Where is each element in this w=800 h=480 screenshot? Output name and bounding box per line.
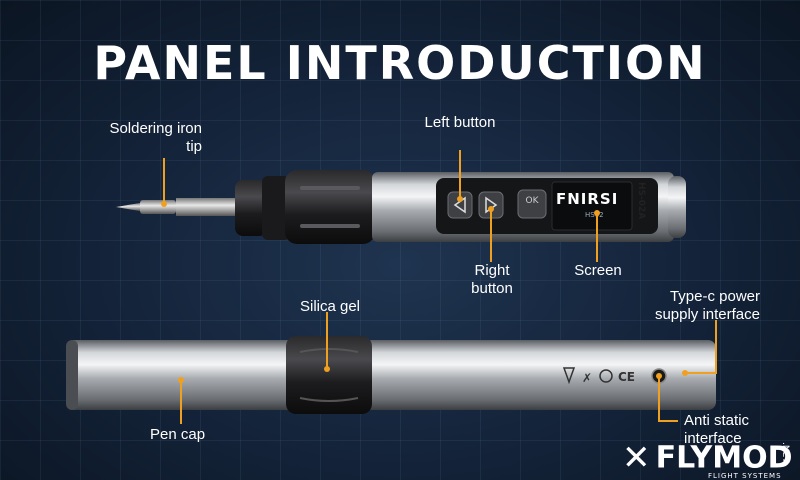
silica-gel-label: Silica gel [299, 298, 361, 315]
brand-logo: FNIRSI [556, 190, 619, 208]
flymod-x-icon: ✕ [622, 438, 651, 478]
ok-button-label: OK [525, 196, 539, 206]
left-button-callout-dot [457, 196, 463, 202]
silica-gel-callout-dot [324, 366, 330, 372]
pen-cap-callout-dot [178, 377, 184, 383]
screen-callout-dot [594, 210, 600, 216]
ok-button [517, 189, 547, 219]
tip-label: Soldering iron tip [109, 120, 202, 155]
watermark-tld: .NET [780, 442, 790, 463]
screen-callout-line [596, 214, 598, 262]
anti-static-callout-line-v [658, 378, 660, 422]
typec-callout-line-h [686, 372, 717, 374]
watermark-tagline: FLIGHT SYSTEMS [708, 472, 782, 480]
silica-gel-band [286, 336, 372, 414]
page-title: PANEL INTRODUCTION [93, 36, 707, 90]
recycle-icon [599, 369, 613, 383]
tip-callout-dot [161, 201, 167, 207]
right-button-callout-line [490, 210, 492, 262]
anti-static-label: Anti static interface [684, 412, 750, 447]
iron-tip-point [116, 203, 140, 211]
typec-label: Type-c power supply interface [654, 288, 760, 323]
typec-callout-dot [682, 370, 688, 376]
pen-cap-body [66, 340, 716, 410]
left-button-label: Left button [424, 114, 496, 131]
recycle-mark: ✗ [582, 371, 592, 385]
typec-callout-line-v [715, 320, 717, 374]
model-label: HS-02A [636, 182, 646, 220]
flymod-watermark: ✕ FLYMOD .NET FLIGHT SYSTEMS [622, 438, 793, 480]
silica-gel-callout-line [326, 312, 328, 370]
iron-grip [285, 170, 375, 244]
right-button-label: Right button [471, 262, 513, 297]
watermark-name: FLYMOD [655, 440, 793, 476]
right-button-callout-dot [488, 206, 494, 212]
screen-label: Screen [574, 262, 622, 279]
pen-cap-illustration: ✗ CE [66, 336, 716, 414]
tip-callout-line [163, 158, 165, 204]
pen-cap-label: Pen cap [150, 426, 206, 443]
left-button-callout-line [459, 150, 461, 198]
pen-cap-callout-line [180, 380, 182, 424]
weee-icon [562, 367, 576, 385]
ce-mark: CE [618, 370, 635, 384]
iron-collar [235, 180, 267, 236]
anti-static-callout-line-h [658, 420, 678, 422]
iron-tip [140, 200, 176, 214]
anti-static-callout-dot [656, 373, 662, 379]
screen [551, 181, 633, 231]
